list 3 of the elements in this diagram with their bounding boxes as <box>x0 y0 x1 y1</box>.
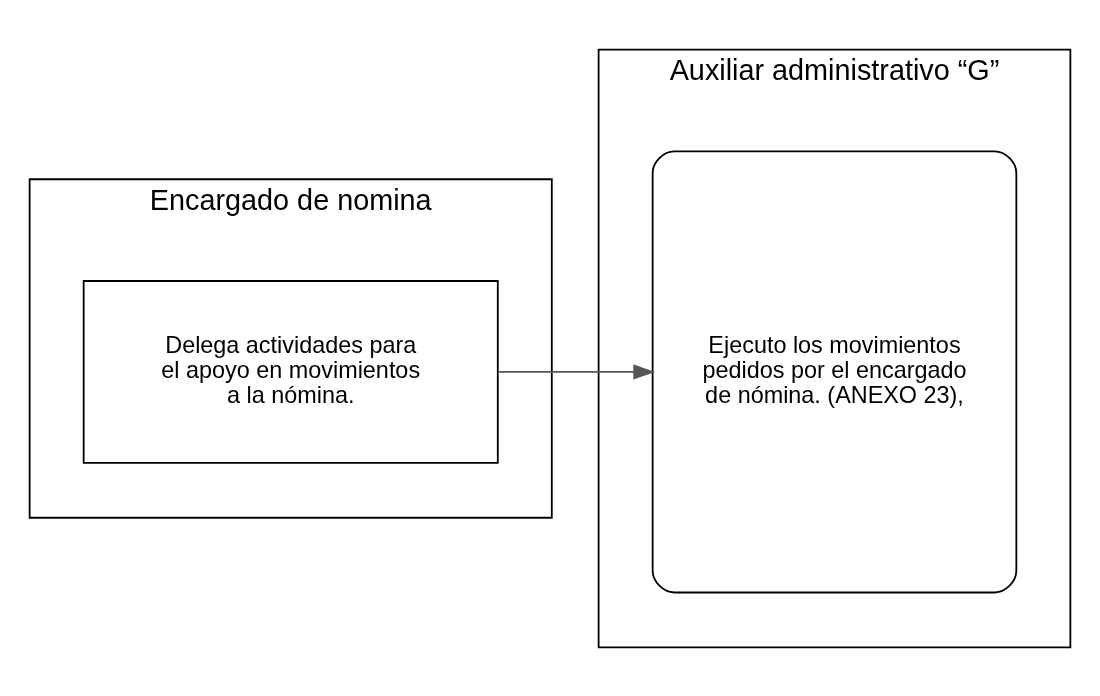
arrow <box>497 363 655 379</box>
node-box: Ejecuto los movimientos pedidos por el encargado de nómina. (ANEXO 23), <box>651 149 1018 593</box>
node-box: Delega actividades para el apoyo en movimientos a la nómina. <box>82 279 499 464</box>
